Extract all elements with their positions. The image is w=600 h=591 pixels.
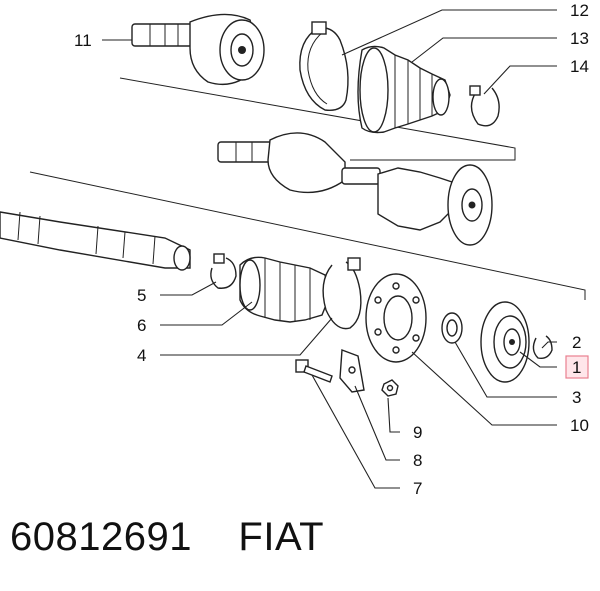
part-number-caption: 60812691 FIAT xyxy=(10,515,325,559)
part-1-inner-cv-joint xyxy=(480,301,530,383)
part-7-bolt xyxy=(295,359,333,383)
label-10: 10 xyxy=(570,416,589,435)
part-13-outer-boot xyxy=(357,45,451,134)
label-9: 9 xyxy=(413,423,422,442)
drive-shaft-assembly xyxy=(217,132,493,246)
label-4: 4 xyxy=(137,346,146,365)
exploded-parts-diagram: 11 12 13 14 5 6 4 2 1 3 10 9 8 7 xyxy=(0,1,589,498)
part-5-clamp xyxy=(210,253,237,289)
left-splined-shaft xyxy=(0,211,191,271)
label-13: 13 xyxy=(570,29,589,48)
label-6: 6 xyxy=(137,316,146,335)
assembly-guide-lines xyxy=(29,77,586,300)
label-1: 1 xyxy=(572,358,581,377)
part-10-flange-plate xyxy=(365,273,427,363)
highlight-box xyxy=(565,355,589,379)
label-11: 11 xyxy=(74,31,92,50)
part-3-washer xyxy=(441,312,463,344)
part-9-nut xyxy=(381,379,399,397)
label-5: 5 xyxy=(137,286,146,305)
part-14-small-clamp xyxy=(469,85,500,127)
label-14: 14 xyxy=(570,57,589,76)
part-11-outer-cv-joint xyxy=(131,13,265,86)
leader-lines xyxy=(102,9,557,489)
label-12: 12 xyxy=(570,1,589,20)
label-8: 8 xyxy=(413,451,422,470)
label-2: 2 xyxy=(572,333,581,352)
part-8-lock-plate xyxy=(339,349,365,393)
part-4-clamp-band xyxy=(322,257,362,330)
callout-labels: 11 12 13 14 5 6 4 2 1 3 10 9 8 7 xyxy=(74,1,589,498)
part-6-inner-boot xyxy=(239,256,331,323)
label-7: 7 xyxy=(413,479,422,498)
label-3: 3 xyxy=(572,388,581,407)
part-12-clamp-band xyxy=(299,21,349,111)
